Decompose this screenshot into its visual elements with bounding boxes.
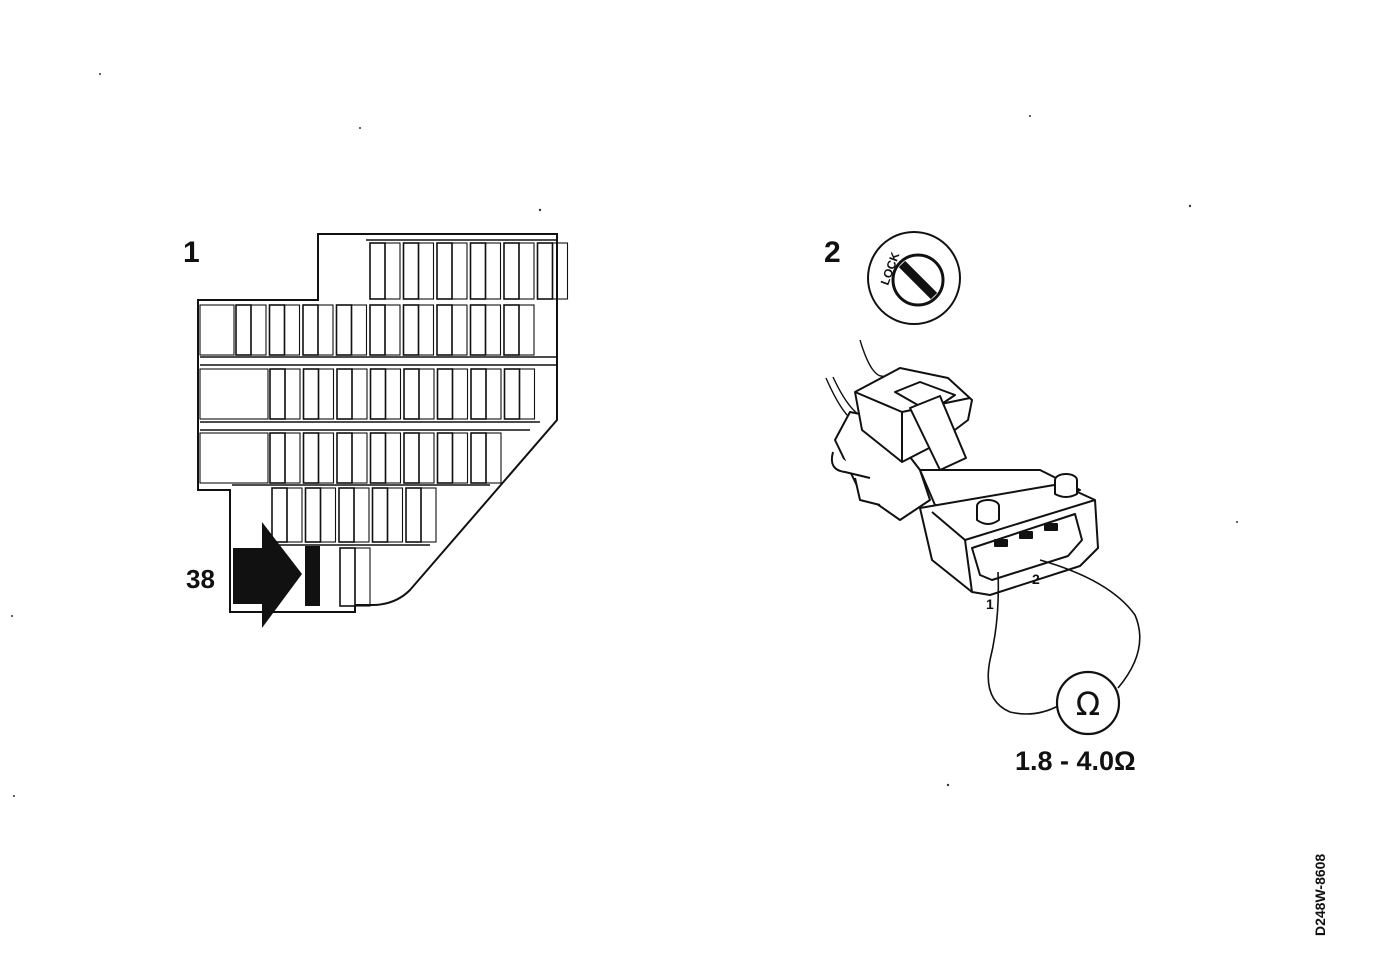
fuse-slot — [302, 432, 320, 484]
spare-slot — [199, 304, 235, 356]
fuse-slot-outline — [484, 304, 502, 356]
spare-slot — [199, 368, 269, 420]
meter-lead-2 — [1039, 559, 1141, 689]
fuse-slot-outline — [418, 368, 435, 420]
fuse-slot-outline — [317, 432, 335, 484]
fuse-slot-outline — [317, 304, 334, 356]
meter-lead-1 — [987, 571, 1059, 715]
fuse-38-pointer: 38 — [186, 522, 320, 628]
fuse-slot — [336, 432, 353, 484]
fuse-slot — [235, 304, 252, 356]
fuse-slot — [302, 304, 319, 356]
fuse-slot — [338, 487, 355, 543]
fuse-slot-outline — [317, 368, 335, 420]
fuse-slot-outline — [420, 487, 437, 543]
fuse-slot — [402, 304, 420, 356]
pin-2-label: 2 — [1032, 571, 1040, 587]
fuse-slot-outline — [518, 242, 535, 300]
fuse-slot-outline — [451, 304, 468, 356]
fuse-slot — [470, 432, 487, 484]
fuse-slot-outline — [351, 368, 368, 420]
fuse-slot — [503, 304, 520, 356]
fuse-array — [199, 242, 569, 607]
fuse-slot-outline — [451, 242, 468, 300]
fuse-box — [197, 233, 569, 613]
fuse-slot-outline — [384, 432, 402, 484]
fuse-slot — [402, 242, 420, 300]
fuse-slot — [369, 242, 386, 300]
fuse-slot — [369, 432, 387, 484]
fuse-slot — [335, 304, 353, 356]
fuse-slot — [469, 304, 487, 356]
ohmmeter: Ω — [1055, 670, 1121, 736]
fuse-slot — [269, 432, 286, 484]
fuse-slot — [271, 487, 288, 543]
fuse-slot — [536, 242, 554, 300]
fuse-slot-outline — [286, 487, 303, 543]
fuse-slot-outline — [484, 242, 502, 300]
fuse-slot — [403, 368, 420, 420]
fuse-slot — [304, 487, 322, 543]
fuse-slot-outline — [350, 304, 368, 356]
fuse-slot — [405, 487, 422, 543]
ignition-lock-icon: LOCK — [867, 231, 961, 325]
fuse-slot — [339, 547, 356, 607]
fuse-slot-outline — [518, 304, 535, 356]
fuse-slot — [269, 368, 286, 420]
document-id: D248W-8608 — [1312, 854, 1328, 936]
fuse-slot-outline — [417, 304, 435, 356]
arrow-right-icon — [233, 522, 302, 628]
fuse-slot-outline — [351, 432, 368, 484]
fuse-slot — [436, 242, 453, 300]
fuse-slot — [436, 304, 453, 356]
fuse-slot — [268, 304, 286, 356]
connector-plug — [825, 339, 1099, 596]
fuse-slot-outline — [451, 432, 469, 484]
fuse-38-callout: 38 — [186, 564, 215, 594]
fuse-slot-outline — [354, 547, 371, 607]
fuse-slot — [436, 368, 454, 420]
fuse-slot-outline — [319, 487, 337, 543]
fuse-slot-outline — [384, 368, 402, 420]
fuse-slot-outline — [250, 304, 267, 356]
fuse-slot — [302, 368, 320, 420]
fuse-slot-outline — [551, 242, 569, 300]
fuse-slot-outline — [284, 432, 301, 484]
spare-slot — [199, 432, 269, 484]
fuse-slot-outline — [384, 242, 401, 300]
fuse-slot — [371, 487, 389, 543]
fuse-slot — [503, 242, 520, 300]
ohm-icon: Ω — [1076, 685, 1100, 723]
ohmmeter-circle — [1055, 670, 1121, 736]
fuse-slot-outline — [485, 432, 502, 484]
resistance-spec: 1.8 - 4.0Ω — [1015, 746, 1136, 776]
fuse-slot-outline — [353, 487, 370, 543]
fuse-slot-outline — [284, 368, 301, 420]
fuse-slot — [436, 432, 454, 484]
fuse-slot-outline — [386, 487, 404, 543]
fuse-slot — [369, 304, 386, 356]
fuse-slot — [470, 368, 487, 420]
scan-speckles — [11, 73, 1238, 797]
fuse-slot-outline — [418, 432, 435, 484]
fuse-slot — [469, 242, 487, 300]
pin-1-label: 1 — [986, 596, 994, 612]
fuse-slot — [336, 368, 353, 420]
fuse-slot — [369, 368, 387, 420]
fuse-slot — [503, 368, 521, 420]
fuse-slot-outline — [451, 368, 469, 420]
fuse-slot-outline — [417, 242, 435, 300]
fuse-slot-outline — [518, 368, 536, 420]
fuse-slot-outline — [485, 368, 502, 420]
fuse-slot-outline — [283, 304, 301, 356]
fuse-38-highlight — [305, 546, 320, 606]
fuse-box-outline — [197, 233, 558, 613]
step-1-label: 1 — [183, 236, 200, 269]
fuse-slot-outline — [384, 304, 401, 356]
step-2-label: 2 — [824, 236, 841, 269]
fuse-slot — [403, 432, 420, 484]
